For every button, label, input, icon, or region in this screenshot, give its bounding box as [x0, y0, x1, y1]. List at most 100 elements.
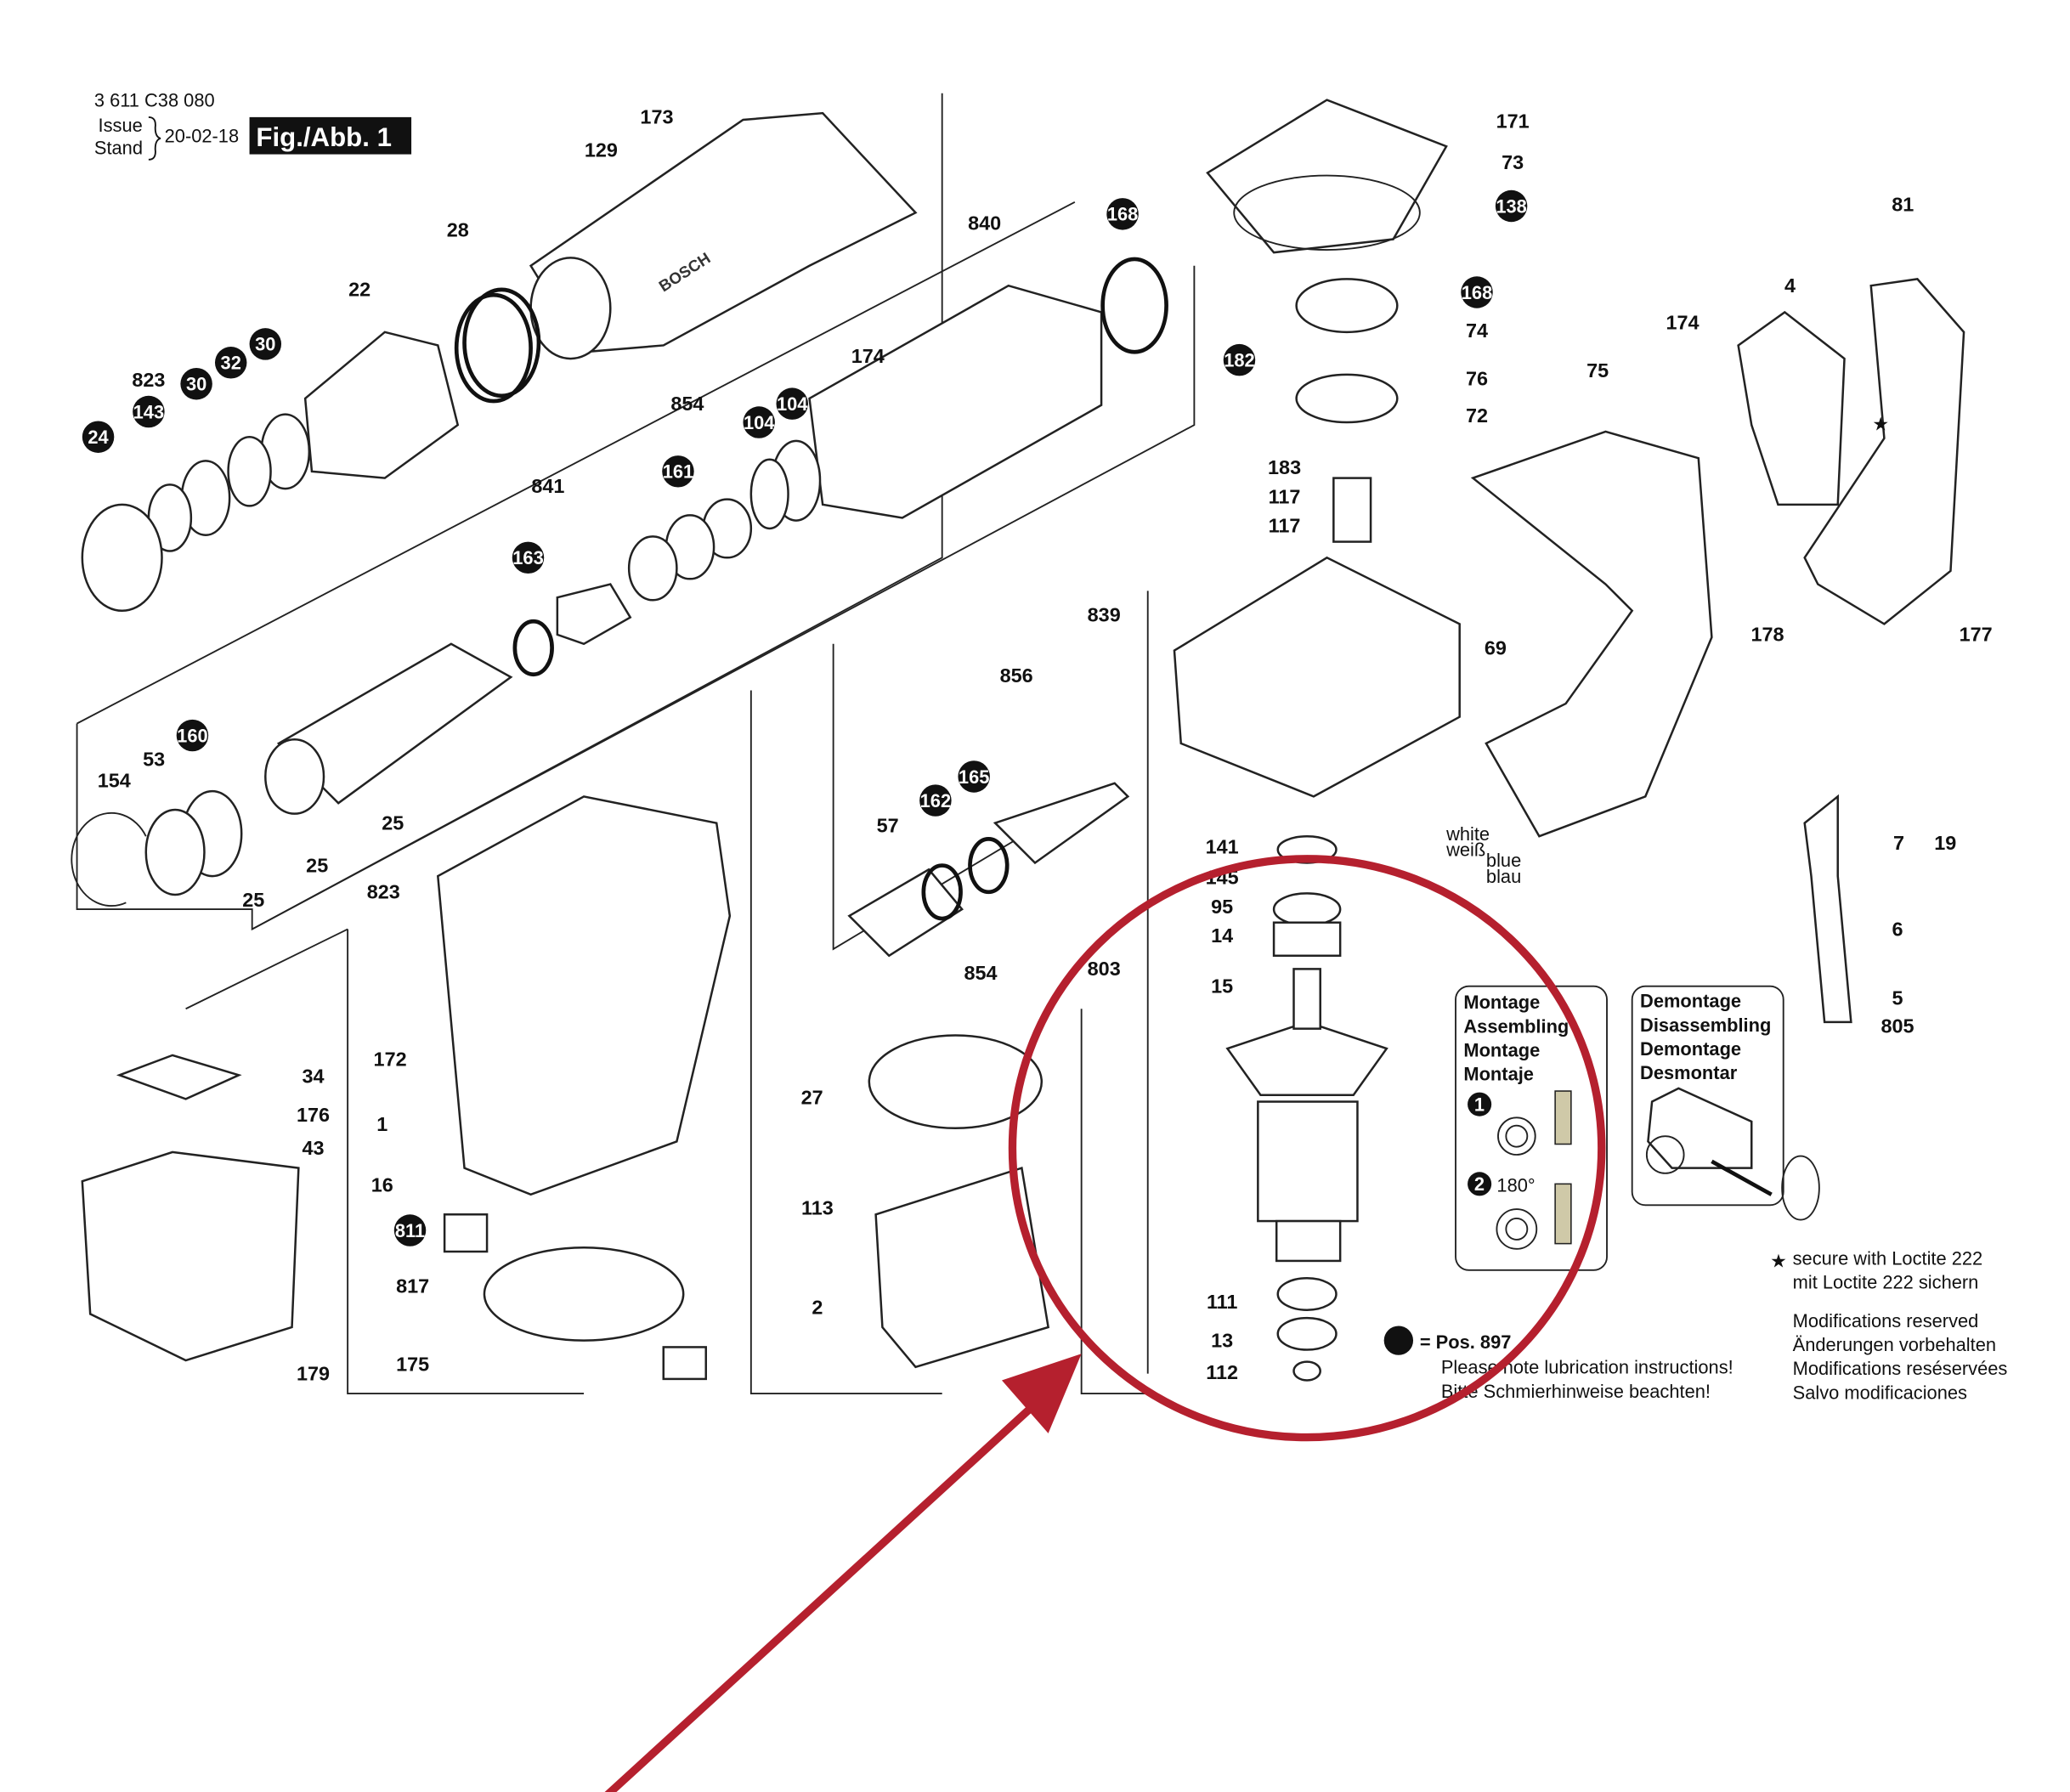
callout-number: 104: [777, 393, 808, 415]
callout-number: 177: [1960, 624, 1993, 646]
callout-number: 2: [812, 1296, 823, 1318]
wire-white-label: white: [1445, 823, 1490, 845]
callout-number: 854: [670, 393, 704, 415]
callout-number: 183: [1268, 456, 1301, 478]
callout-6: 6: [1892, 918, 1903, 940]
callout-number: 72: [1466, 404, 1488, 427]
callout-number: 81: [1892, 194, 1914, 216]
modifications-note: Salvo modificaciones: [1793, 1382, 1967, 1403]
lubrication-callout-marker: [958, 760, 990, 793]
callout-24: 24: [82, 421, 115, 453]
callout-856: 856: [1000, 664, 1033, 687]
callout-number: 4: [1784, 274, 1796, 297]
callout-174: 174: [851, 345, 885, 367]
part-shapes: BOSCH: [71, 99, 1965, 1382]
lubrication-callout-marker: [1461, 276, 1493, 308]
callout-number: 30: [186, 374, 206, 395]
lubrication-callout-marker: [180, 368, 212, 400]
callout-number: 161: [663, 461, 693, 483]
callout-number: 27: [801, 1087, 823, 1109]
rotation-angle: 180°: [1496, 1175, 1535, 1196]
wire-weiss-label: weiß: [1445, 839, 1485, 861]
lubrication-callout-marker: [512, 541, 545, 574]
part-number: 3 611 C38 080: [94, 89, 215, 110]
wire-blau-label: blau: [1486, 866, 1521, 887]
callout-172: 172: [374, 1048, 407, 1070]
lubrication-callout-marker: [176, 719, 209, 752]
callout-number: 75: [1586, 359, 1609, 382]
callout-841: 841: [531, 475, 564, 497]
callout-22: 22: [348, 279, 370, 301]
disassembling-instructions-box: Demontage Disassembling Demontage Desmon…: [1631, 985, 1820, 1221]
callout-854: 854: [964, 962, 997, 984]
lubrication-callout-marker: [1495, 189, 1528, 223]
callout-840: 840: [968, 212, 1001, 235]
callout-178: 178: [1750, 624, 1784, 646]
modifications-note: Modifications reséservées: [1793, 1358, 2008, 1379]
callout-179: 179: [297, 1362, 330, 1384]
callout-803: 803: [1088, 958, 1121, 980]
callout-2: 2: [812, 1296, 823, 1318]
modifications-note: Änderungen vorbehalten: [1793, 1334, 1996, 1355]
assembling-line: Montage: [1463, 992, 1540, 1013]
disassembling-line: Demontage: [1640, 991, 1741, 1012]
assembling-line: Montaje: [1463, 1064, 1534, 1085]
callout-69: 69: [1485, 636, 1507, 659]
lubrication-callout-marker: [919, 784, 952, 817]
callout-143: 143: [133, 395, 165, 428]
callout-95: 95: [1211, 896, 1233, 918]
callout-173: 173: [640, 106, 673, 128]
callout-number: 803: [1088, 958, 1121, 980]
disassembling-line: Disassembling: [1640, 1015, 1771, 1036]
callout-27: 27: [801, 1087, 823, 1109]
lubrication-callout-marker: [1106, 198, 1139, 230]
lubrication-position: = Pos. 897: [1420, 1331, 1512, 1353]
disassembling-line: Demontage: [1640, 1038, 1741, 1060]
lubrication-note-de: Bitte Schmierhinweise beachten!: [1441, 1381, 1711, 1402]
callout-162: 162: [919, 784, 952, 817]
callout-129: 129: [585, 139, 618, 161]
callout-number: 16: [371, 1174, 393, 1196]
callout-30: 30: [249, 328, 282, 360]
callout-177: 177: [1960, 624, 1993, 646]
callout-number: 163: [512, 547, 543, 568]
callout-4: 4: [1784, 274, 1796, 297]
callout-168: 168: [1106, 198, 1139, 230]
stand-label: Stand: [94, 138, 143, 159]
callout-174: 174: [1666, 312, 1699, 334]
lubrication-callout-marker: [133, 395, 165, 428]
callout-number: 143: [133, 401, 164, 422]
lubrication-callout-marker: [82, 421, 115, 453]
callout-165: 165: [958, 760, 990, 793]
callout-74: 74: [1466, 319, 1488, 342]
callout-113: 113: [801, 1196, 834, 1218]
callout-104: 104: [776, 387, 808, 420]
callout-number: 76: [1466, 367, 1488, 389]
callout-number: 57: [877, 815, 899, 837]
callout-104: 104: [743, 406, 775, 438]
callout-number: 171: [1496, 110, 1530, 132]
callout-76: 76: [1466, 367, 1488, 389]
callout-number: 162: [920, 790, 951, 811]
callout-number: 154: [98, 769, 131, 791]
callout-32: 32: [214, 347, 247, 379]
callout-14: 14: [1211, 924, 1233, 947]
callout-number: 182: [1224, 349, 1254, 370]
lubrication-callout-marker: [214, 347, 247, 379]
callout-19: 19: [1934, 832, 1956, 854]
callout-number: 805: [1881, 1015, 1914, 1037]
callout-number: 839: [1088, 603, 1121, 625]
callout-number: 841: [531, 475, 564, 497]
issue-label: Issue: [99, 115, 143, 136]
lubrication-marker-icon: [1383, 1326, 1414, 1355]
callout-number: 817: [396, 1275, 429, 1297]
callout-number: 112: [1206, 1361, 1238, 1383]
callout-43: 43: [302, 1137, 324, 1159]
callout-160: 160: [176, 719, 209, 752]
step-1-marker: [1468, 1092, 1492, 1116]
callout-823: 823: [367, 881, 400, 903]
callout-183: 183: [1268, 456, 1301, 478]
notes: = Pos. 897 Please note lubrication instr…: [1383, 1248, 2008, 1403]
callout-number: 24: [88, 427, 109, 448]
callout-117: 117: [1269, 485, 1301, 507]
